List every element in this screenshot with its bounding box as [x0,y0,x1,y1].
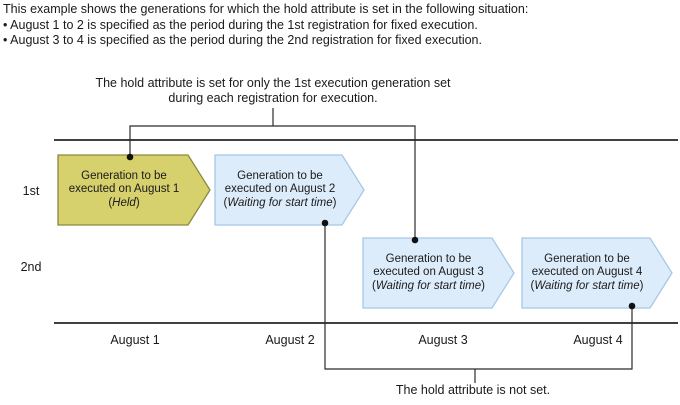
no-hold-note: The hold attribute is not set. [395,383,551,397]
row-label-2nd: 2nd [20,260,42,274]
generation-box-label-august-1: Generation to be executed on August 1 (H… [58,155,190,225]
generation-status: (Held) [108,196,140,209]
axis-label-august-1: August 1 [110,333,160,347]
generation-text: Generation to be executed on August 3 [373,252,484,279]
generation-box-august-3 [362,237,515,309]
generation-box-label-august-3: Generation to be executed on August 3 (W… [363,238,494,308]
connector-dot-box4 [628,302,636,310]
generation-status: (Waiting for start time) [530,279,644,292]
generation-text: Generation to be executed on August 4 [531,252,643,279]
generation-status: (Waiting for start time) [223,196,337,209]
hold-annotation-line-2: during each registration for execution. [168,90,378,105]
hold-annotation: The hold attribute is set for only the 1… [73,76,473,105]
axis-label-august-2: August 2 [265,333,315,347]
generation-box-august-2 [214,154,365,226]
row-label-1st: 1st [22,184,40,198]
bullet-line-2: • August 3 to 4 is specified as the peri… [3,33,482,47]
generation-box-label-august-2: Generation to be executed on August 2 (W… [215,155,345,225]
connector-dot-box2 [321,219,329,227]
header-text: This example shows the generations for w… [3,2,528,49]
generation-box-label-august-4: Generation to be executed on August 4 (W… [522,238,652,308]
generation-box-august-1 [57,154,211,226]
generation-box-august-4 [521,237,673,309]
bullet-line-1: • August 1 to 2 is specified as the peri… [3,17,478,32]
generation-text: Generation to be executed on August 2 [224,169,336,196]
intro-line: This example shows the generations for w… [3,2,529,16]
hold-annotation-line-1: The hold attribute is set for only the 1… [95,76,451,90]
connector-dot-box3 [411,236,419,244]
axis-label-august-3: August 3 [418,333,468,347]
axis-label-august-4: August 4 [573,333,623,347]
generation-text: Generation to be executed on August 1 [68,169,180,196]
connector-dot-box1 [126,153,134,161]
hold-bracket [129,125,416,240]
no-hold-bracket [324,223,633,370]
generation-status: (Waiting for start time) [372,279,485,292]
